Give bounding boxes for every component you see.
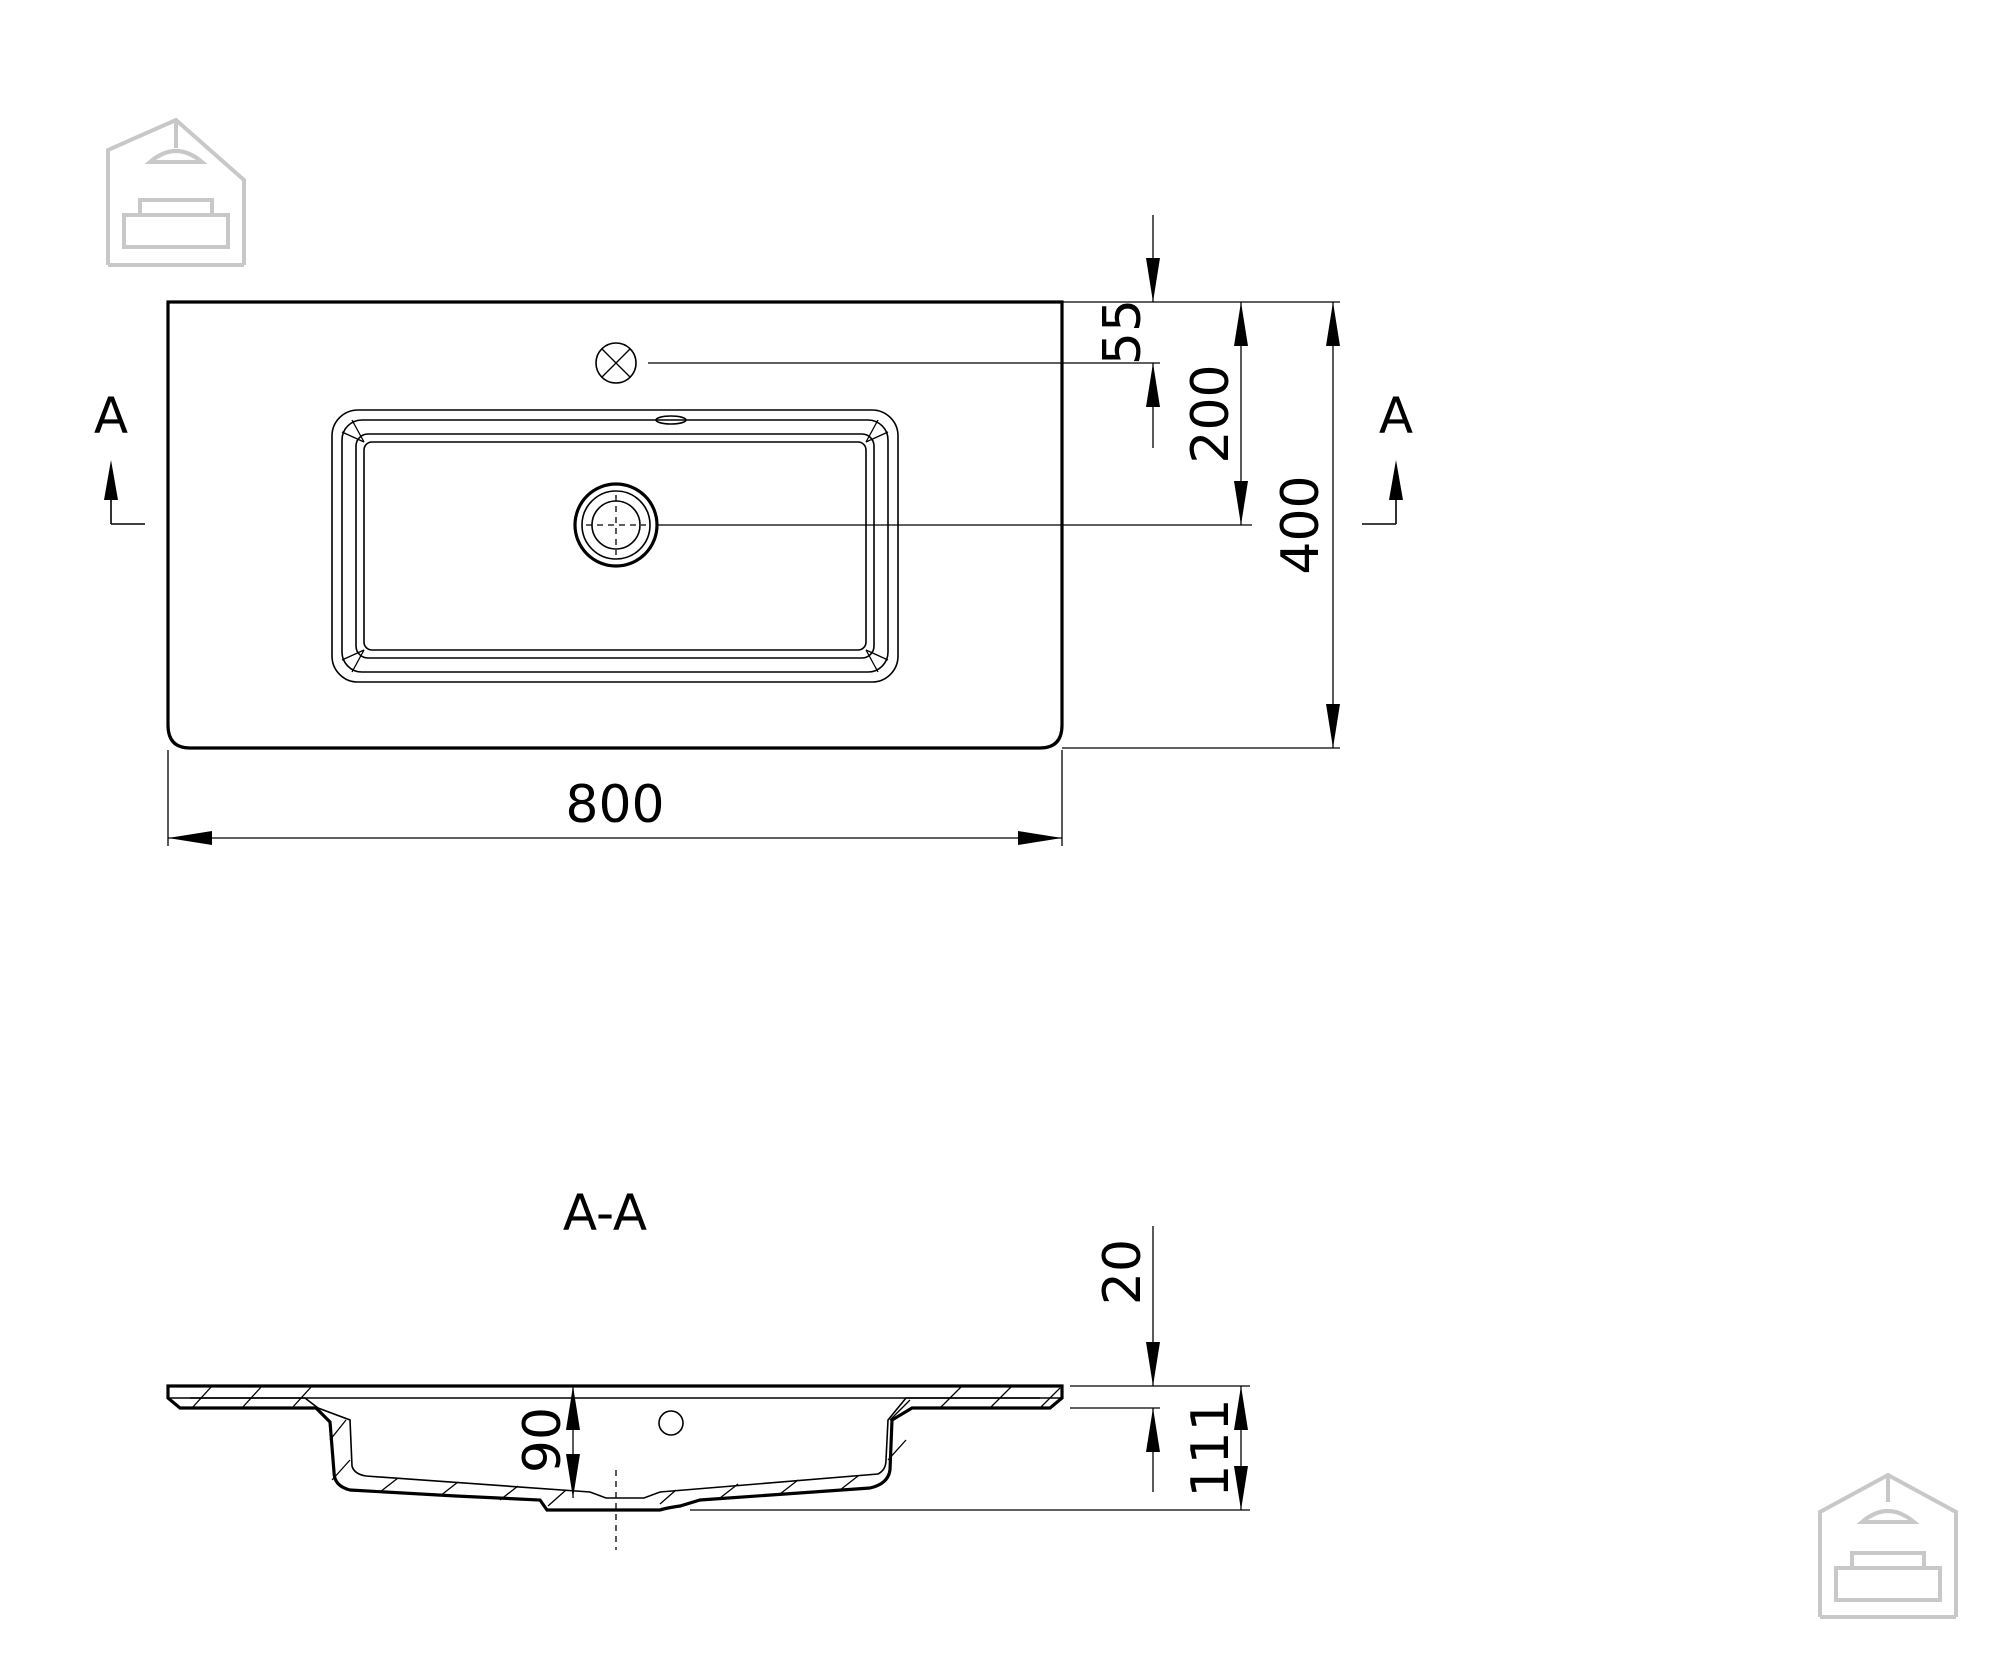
svg-text:200: 200 [1181,364,1241,463]
overflow-slot [655,415,687,425]
bowl-inner [355,433,875,659]
house-sofa-logo-icon [1818,1472,1958,1619]
bowl-depth-dimension: 90 [513,1386,580,1498]
rim-thickness-dimension: 20 [1093,1226,1160,1492]
depth-dimension: 400 [1271,302,1340,748]
drain-offset-dimension: 200 [1181,302,1248,525]
svg-text:111: 111 [1181,1398,1241,1497]
total-height-dimension: 111 [1181,1386,1248,1510]
section-inner-profile [190,1397,1040,1499]
svg-text:90: 90 [513,1407,573,1473]
width-dimension: 800 [167,750,1063,846]
section-view: A-A [166,1184,1250,1550]
tap-offset-dimension: 55 [1093,215,1160,448]
section-marker-left: A [94,387,145,525]
plan-view: A A 800 [94,215,1413,846]
svg-text:A: A [1379,387,1413,445]
basin-outline [166,300,1064,750]
section-outer-profile [166,1384,1064,1512]
house-sofa-logo-icon [106,117,246,267]
svg-text:20: 20 [1093,1239,1153,1305]
section-hatching [191,1385,1061,1507]
svg-text:A: A [94,387,128,445]
section-marker-right: A [1362,387,1413,525]
section-title: A-A [563,1184,647,1242]
bowl-outer-rim [331,409,899,683]
svg-text:55: 55 [1093,299,1153,365]
svg-text:400: 400 [1271,475,1331,574]
section-overflow-hole [658,1410,684,1436]
svg-text:800: 800 [565,775,664,835]
tap-hole [595,342,637,384]
